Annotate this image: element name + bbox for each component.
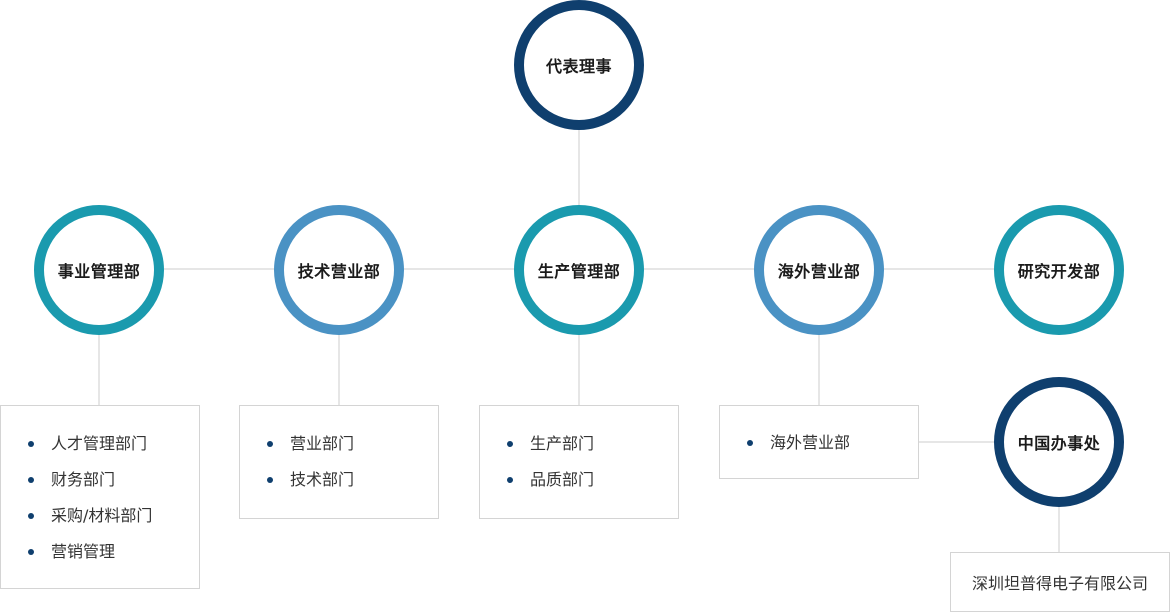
tech-sales-list: 营业部门 技术部门 xyxy=(240,426,438,498)
node-overseas-sales-label: 海外营业部 xyxy=(777,262,861,281)
node-business-management: 事业管理部 xyxy=(34,205,164,335)
bullet-icon xyxy=(267,477,273,483)
node-rnd-label: 研究开发部 xyxy=(1017,262,1101,281)
node-rnd: 研究开发部 xyxy=(994,205,1124,335)
list-item-label: 海外营业部 xyxy=(770,433,851,452)
bullet-icon xyxy=(28,549,34,555)
business-management-list-box: 人才管理部门 财务部门 采购/材料部门 营销管理 xyxy=(0,405,200,589)
list-item: 技术部门 xyxy=(240,462,438,498)
node-china-office: 中国办事处 xyxy=(994,377,1124,507)
node-production-management: 生产管理部 xyxy=(514,205,644,335)
overseas-sales-list: 海外营业部 xyxy=(720,425,918,461)
bullet-icon xyxy=(507,477,513,483)
node-ceo-label: 代表理事 xyxy=(545,57,612,76)
list-item: 营销管理 xyxy=(1,534,199,570)
list-item: 人才管理部门 xyxy=(1,426,199,462)
node-ceo: 代表理事 xyxy=(514,0,644,130)
list-item: 品质部门 xyxy=(480,462,678,498)
bullet-icon xyxy=(28,441,34,447)
tech-sales-list-box: 营业部门 技术部门 xyxy=(239,405,439,519)
list-item: 采购/材料部门 xyxy=(1,498,199,534)
list-item-label: 生产部门 xyxy=(530,434,595,453)
bullet-icon xyxy=(507,441,513,447)
list-item-label: 品质部门 xyxy=(530,470,595,489)
node-production-management-label: 生产管理部 xyxy=(537,262,621,281)
node-tech-sales-label: 技术营业部 xyxy=(297,262,381,281)
list-item-label: 营业部门 xyxy=(290,434,355,453)
bullet-icon xyxy=(28,477,34,483)
china-office-company-label: 深圳坦普得电子有限公司 xyxy=(971,574,1148,593)
china-office-company-box: 深圳坦普得电子有限公司 xyxy=(950,552,1170,612)
bullet-icon xyxy=(267,441,273,447)
business-management-list: 人才管理部门 财务部门 采购/材料部门 营销管理 xyxy=(1,426,199,570)
production-management-list: 生产部门 品质部门 xyxy=(480,426,678,498)
node-china-office-label: 中国办事处 xyxy=(1017,434,1101,453)
list-item-label: 技术部门 xyxy=(290,470,355,489)
list-item-label: 财务部门 xyxy=(51,470,116,489)
list-item-label: 采购/材料部门 xyxy=(51,506,153,525)
node-overseas-sales: 海外营业部 xyxy=(754,205,884,335)
list-item-label: 营销管理 xyxy=(51,542,116,561)
bullet-icon xyxy=(28,513,34,519)
list-item-label: 人才管理部门 xyxy=(51,434,148,453)
overseas-sales-list-box: 海外营业部 xyxy=(719,405,919,479)
list-item: 海外营业部 xyxy=(720,425,918,461)
list-item: 财务部门 xyxy=(1,462,199,498)
node-business-management-label: 事业管理部 xyxy=(57,262,141,281)
bullet-icon xyxy=(747,440,753,446)
node-tech-sales: 技术营业部 xyxy=(274,205,404,335)
list-item: 生产部门 xyxy=(480,426,678,462)
production-management-list-box: 生产部门 品质部门 xyxy=(479,405,679,519)
list-item: 营业部门 xyxy=(240,426,438,462)
